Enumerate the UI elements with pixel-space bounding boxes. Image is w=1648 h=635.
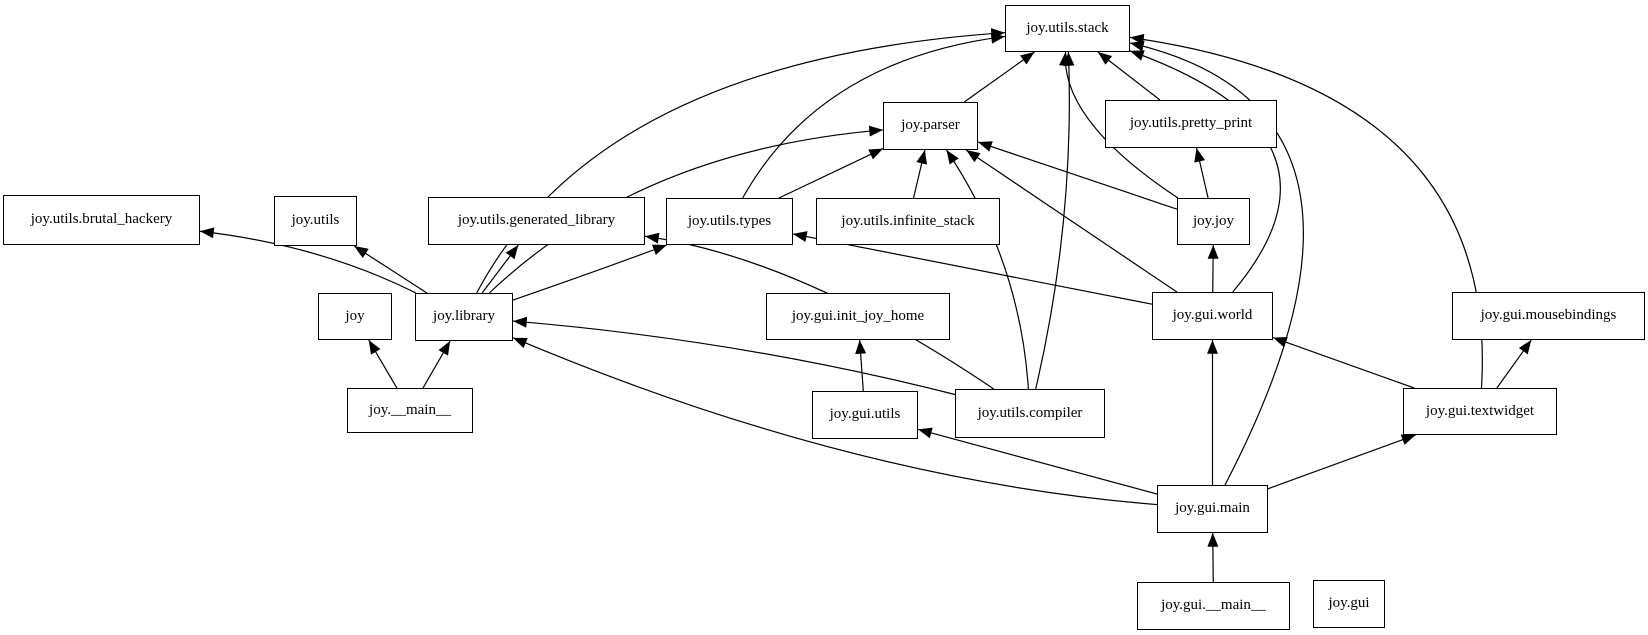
edge-joy-gui-utils-to-joy-gui-init_joy_home <box>855 339 867 392</box>
edge-joy-utils-infinite_stack-to-joy-parser <box>912 149 928 199</box>
edge-joy-utils-pretty_print-to-joy-utils-stack <box>1097 51 1161 101</box>
edge-joy-gui-world-to-joy-utils-types <box>792 231 1153 305</box>
edge-joy-joy-to-joy-utils-pretty_print <box>1194 147 1209 199</box>
edge-joy-gui-__main__-to-joy-gui-main <box>1207 532 1219 583</box>
edge-joy-gui-world-to-joy-utils-stack <box>1129 50 1281 293</box>
edge-joy-library-to-joy-utils-generated_library <box>481 244 519 294</box>
edge-joy-joy-to-joy-parser <box>977 141 1178 210</box>
edge-joy-library-to-joy-utils-brutal_hackery <box>199 227 417 294</box>
edge-joy-__main__-to-joy <box>368 339 398 389</box>
edge-joy-gui-main-to-joy-utils-stack <box>1129 40 1304 486</box>
edge-joy-parser-to-joy-utils-stack <box>963 51 1035 103</box>
edge-joy-gui-main-to-joy-gui-utils <box>917 427 1158 495</box>
edge-joy-gui-textwidget-to-joy-gui-mousebindings <box>1496 339 1532 389</box>
edge-joy-utils-compiler-to-joy-parser <box>946 149 1029 390</box>
edge-joy-gui-world-to-joy-parser <box>965 149 1178 293</box>
edge-joy-joy-to-joy-utils-stack <box>1058 51 1179 199</box>
edge-joy-utils-types-to-joy-utils-stack <box>742 32 1006 199</box>
edge-joy-gui-main-to-joy-gui-textwidget <box>1267 434 1416 490</box>
edge-joy-utils-compiler-to-joy-utils-stack <box>1035 51 1075 390</box>
edge-joy-utils-compiler-to-joy-utils-generated_library <box>644 232 995 390</box>
edge-joy-__main__-to-joy-library <box>422 340 451 389</box>
edge-joy-gui-main-to-joy-library <box>512 337 1158 506</box>
edge-joy-utils-types-to-joy-parser <box>778 148 884 199</box>
edge-joy-library-to-joy-parser <box>488 125 884 294</box>
edge-joy-utils-compiler-to-joy-library <box>512 316 956 396</box>
edge-joy-gui-textwidget-to-joy-gui-world <box>1272 337 1415 389</box>
edge-joy-gui-textwidget-to-joy-utils-stack <box>1129 33 1483 389</box>
edge-joy-library-to-joy-utils-types <box>512 244 667 301</box>
edge-joy-library-to-joy-utils <box>353 245 428 294</box>
edge-joy-library-to-joy-utils-stack <box>476 28 1006 294</box>
